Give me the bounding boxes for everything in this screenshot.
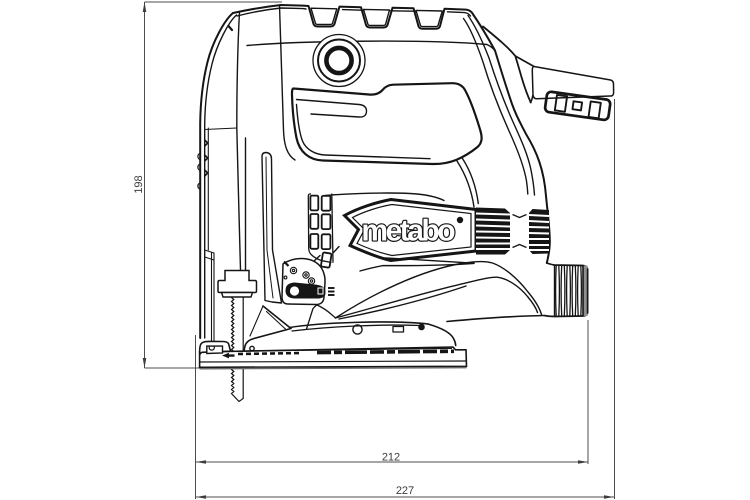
svg-text:212: 212 bbox=[382, 452, 400, 464]
svg-text:198: 198 bbox=[133, 175, 145, 193]
svg-text:227: 227 bbox=[396, 485, 414, 497]
